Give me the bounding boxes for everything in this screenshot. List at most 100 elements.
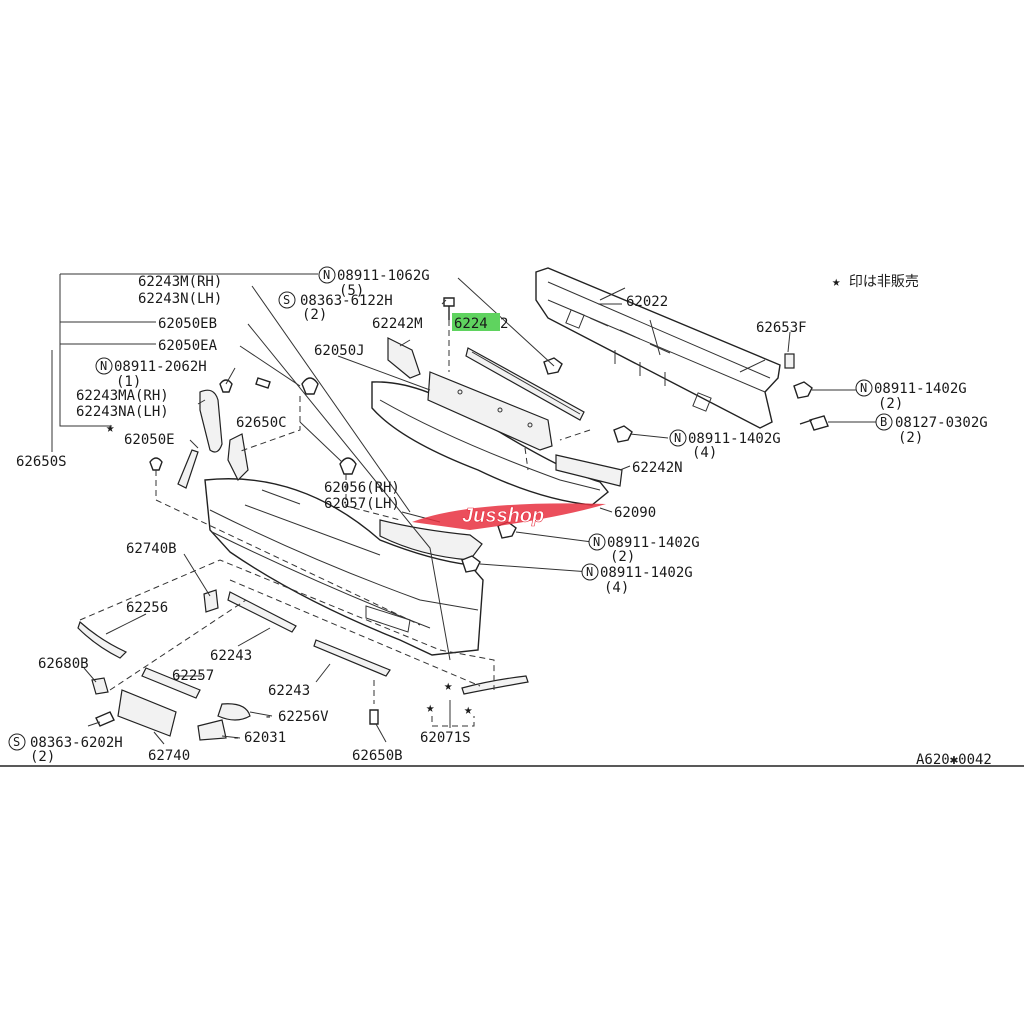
- b-mark-icon: [875, 413, 893, 431]
- qty-1402g-c: (2): [610, 549, 635, 565]
- n-mark-letter: N: [674, 431, 681, 445]
- n-mark-icon: [581, 563, 599, 581]
- label-62022: 62022: [626, 294, 668, 310]
- label-62243-a: 62243: [210, 648, 252, 664]
- clip-icon: [301, 377, 319, 395]
- n-mark-letter: N: [323, 268, 330, 282]
- n-mark-letter: N: [860, 381, 867, 395]
- label-62680b: 62680B: [38, 656, 89, 672]
- label-08911-1062g: 08911-1062G: [337, 268, 430, 284]
- highlight-62242: [452, 313, 500, 331]
- leader-lines: [83, 277, 876, 745]
- clip-icon: [149, 457, 163, 471]
- label-62243n: 62243N(LH): [138, 291, 222, 307]
- bolt-icon: [95, 711, 115, 727]
- label-62256v: 62256V: [278, 709, 329, 725]
- label-62650s: 62650S: [16, 454, 67, 470]
- label-62242n: 62242N: [632, 460, 683, 476]
- qty-2062h: (1): [116, 374, 141, 390]
- label-62050eb: 62050EB: [158, 316, 217, 332]
- clip-icon: [443, 297, 455, 320]
- label-62056: 62056(RH): [324, 480, 400, 496]
- star-icon: ★: [426, 700, 435, 716]
- label-08911-1402g-c: 08911-1402G: [607, 535, 700, 551]
- label-62243-b: 62243: [268, 683, 310, 699]
- qty-1062g: (5): [339, 283, 364, 299]
- bolt-icon: [255, 377, 271, 389]
- label-62050e: 62050E: [124, 432, 175, 448]
- bracket-62243m: [199, 389, 223, 453]
- label-08363-6122h: 08363-6122H: [300, 293, 393, 309]
- n-mark-icon: [669, 429, 687, 447]
- qty-6122h: (2): [302, 307, 327, 323]
- assembly-bracket-62650s: [51, 273, 318, 452]
- label-62242-part-a: 6224: [454, 316, 488, 332]
- lamp-62256v: [217, 703, 251, 721]
- strip-62256: [77, 620, 128, 659]
- part-62653f: [784, 353, 795, 369]
- nut-icon: [793, 381, 813, 399]
- label-62257: 62257: [172, 668, 214, 684]
- label-62050ea: 62050EA: [158, 338, 218, 354]
- nut-icon: [461, 555, 481, 573]
- label-62031: 62031: [244, 730, 286, 746]
- label-62242m: 62242M: [372, 316, 423, 332]
- watermark-text: Jusshop: [462, 505, 544, 527]
- dash-62031: -: [232, 730, 240, 746]
- dash-62256v: -: [264, 709, 272, 725]
- label-62243m: 62243M(RH): [138, 274, 222, 290]
- label-62071s: 62071S: [420, 730, 471, 746]
- watermark-logo: Jusshop: [412, 503, 606, 530]
- label-62740b: 62740B: [126, 541, 177, 557]
- label-62057: 62057(LH): [324, 496, 400, 512]
- label-08911-1402g-d: 08911-1402G: [600, 565, 693, 581]
- label-62650c: 62650C: [236, 415, 287, 431]
- n-mark-icon: [318, 266, 336, 284]
- fender-bracket-left: [227, 433, 249, 482]
- n-mark-icon: [588, 533, 606, 551]
- label-62740: 62740: [148, 748, 190, 764]
- b-mark-letter: B: [880, 415, 887, 429]
- n-mark-letter: N: [593, 535, 600, 549]
- label-08911-1402g-a: 08911-1402G: [874, 381, 967, 397]
- qty-1402g-d: (4): [604, 580, 629, 596]
- label-62653f: 62653F: [756, 320, 807, 336]
- n-mark-icon: [95, 357, 113, 375]
- qty-1402g-b: (4): [692, 445, 717, 461]
- clip-icon: [339, 457, 357, 475]
- moulding-62071s: [461, 675, 529, 695]
- qty-0302g: (2): [898, 430, 923, 446]
- dashed-connector-lines: [79, 320, 591, 727]
- note-non-sale: ★ 印は非販売: [832, 274, 919, 290]
- s-mark-letter: S: [13, 735, 20, 749]
- label-62050j: 62050J: [314, 343, 365, 359]
- nut-icon: [613, 425, 633, 443]
- n-mark-icon: [855, 379, 873, 397]
- label-62243na: 62243NA(LH): [76, 404, 169, 420]
- moulding-62050e: [177, 449, 199, 489]
- fog-lamp-bracket-62740b: [203, 589, 219, 613]
- label-08911-1402g-b: 08911-1402G: [688, 431, 781, 447]
- retainer-62242: [465, 347, 585, 421]
- label-08911-2062h: 08911-2062H: [114, 359, 207, 375]
- mount-bracket-62050j: [427, 371, 553, 451]
- label-62243ma: 62243MA(RH): [76, 388, 169, 404]
- molding-62243-b: [313, 639, 391, 677]
- diagram-code: A620✱0042: [916, 752, 992, 768]
- grille-62257: [141, 667, 201, 699]
- bracket-62056: [379, 519, 483, 561]
- qty-6202h: (2): [30, 749, 55, 765]
- n-mark-letter: N: [586, 565, 593, 579]
- s-mark-letter: S: [283, 293, 290, 307]
- label-62256: 62256: [126, 600, 168, 616]
- bracket-62242n: [555, 454, 623, 487]
- label-08127-0302g: 08127-0302G: [895, 415, 988, 431]
- bolt-icon: [369, 709, 379, 725]
- label-62242-part-b: 2: [500, 316, 508, 332]
- lamp-62031: [197, 719, 227, 741]
- label-62650b: 62650B: [352, 748, 403, 764]
- bumper-cover: [204, 478, 484, 656]
- plate-62740: [117, 689, 177, 737]
- label-62090: 62090: [614, 505, 656, 521]
